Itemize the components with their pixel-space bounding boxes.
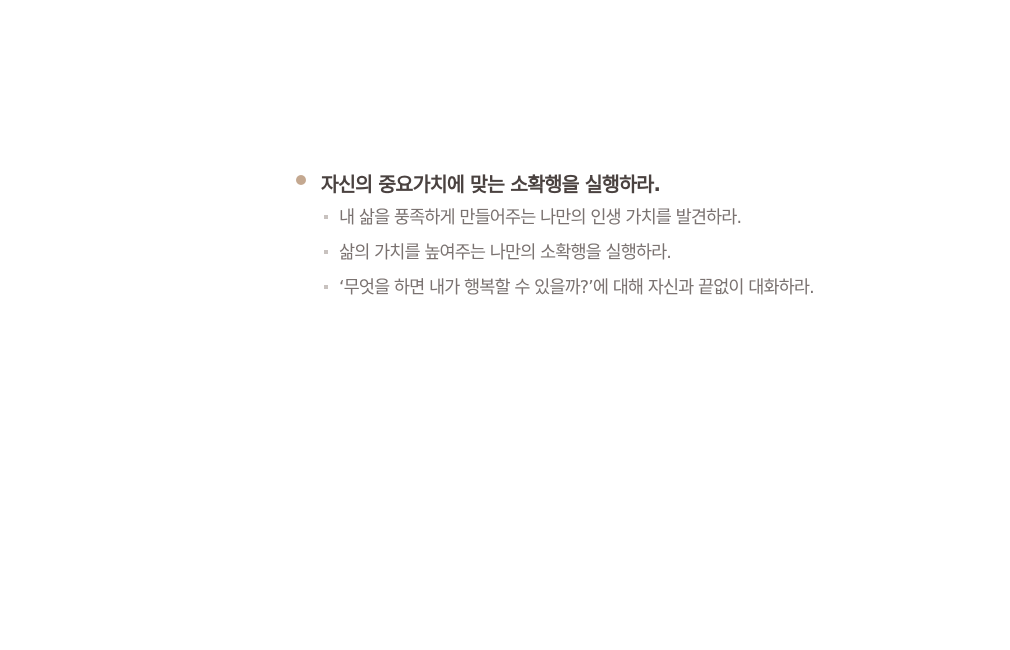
sub-bullet-text: 삶의 가치를 높여주는 나만의 소확행을 실행하라.	[339, 243, 672, 263]
sub-bullet-icon	[324, 215, 328, 219]
sub-bullet-icon	[324, 285, 328, 289]
sub-bullet-icon	[324, 250, 328, 254]
sub-bullet-text: 내 삶을 풍족하게 만들어주는 나만의 인생 가치를 발견하라.	[339, 208, 742, 228]
bullet-list: 자신의 중요가치에 맞는 소확행을 실행하라. 내 삶을 풍족하게 만들어주는 …	[294, 166, 994, 298]
main-bullet-item: 자신의 중요가치에 맞는 소확행을 실행하라.	[294, 166, 994, 198]
sub-bullet-text: ‘무엇을 하면 내가 행복할 수 있을까?’에 대해 자신과 끝없이 대화하라.	[339, 278, 815, 298]
main-bullet-icon	[296, 175, 306, 185]
main-bullet-text: 자신의 중요가치에 맞는 소확행을 실행하라.	[321, 173, 661, 196]
